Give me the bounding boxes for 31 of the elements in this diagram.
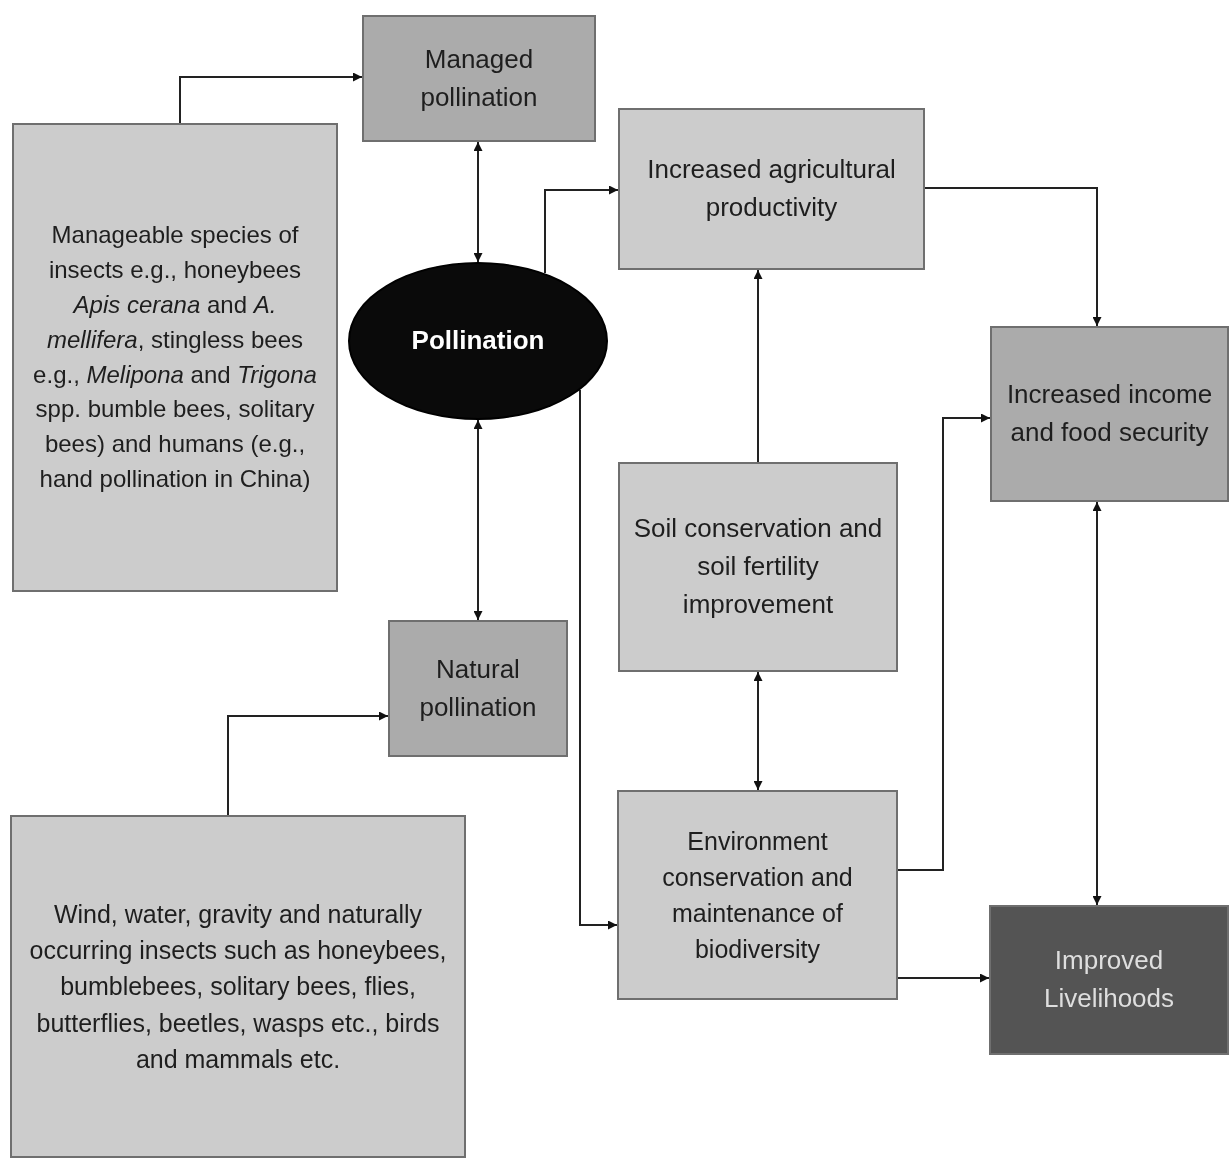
process-box (990, 326, 1229, 502)
arrow (924, 187, 1102, 327)
node-text: Pollination (411, 324, 545, 358)
node-text: Managed pollination (419, 42, 539, 114)
process-box (618, 108, 925, 270)
process-box (10, 815, 466, 1158)
arrow (753, 671, 763, 791)
arrow (179, 72, 363, 124)
arrow (753, 269, 763, 463)
node-text: Manageable species of insects e.g., honeybees Apis cerana and A. mellifera, stingless bees e.g., Melipona and Trigona spp. bumble bees, solitary bees) and humans (e.g., hand pollination in China) (32, 220, 318, 494)
arrow (897, 973, 990, 983)
node-text: Increased agricultural productivity (646, 153, 897, 224)
node-text: Increased income and food security (1005, 378, 1214, 449)
process-box (388, 620, 568, 757)
arrow (473, 419, 483, 621)
arrow (544, 185, 619, 274)
process-box (989, 905, 1229, 1055)
node-text: Natural pollination (418, 652, 538, 724)
arrow (473, 141, 483, 263)
node-text: Improved Livelihoods (1042, 944, 1176, 1015)
arrow (1092, 501, 1102, 906)
arrow (227, 711, 389, 816)
arrow (897, 413, 991, 871)
node-text: Environment conservation and maintenance of biodiversity (661, 825, 854, 966)
process-box (617, 790, 898, 1000)
process-box (12, 123, 338, 592)
arrow (579, 389, 618, 930)
node-text: Soil conservation and soil fertility improvement (632, 512, 884, 621)
node-text: Wind, water, gravity and naturally occurring insects such as honeybees, bumblebees, solitary bees, flies, butterflies, beetles, wasps etc., birds and mammals etc. (28, 898, 448, 1075)
process-box (362, 15, 596, 142)
process-box (618, 462, 898, 672)
